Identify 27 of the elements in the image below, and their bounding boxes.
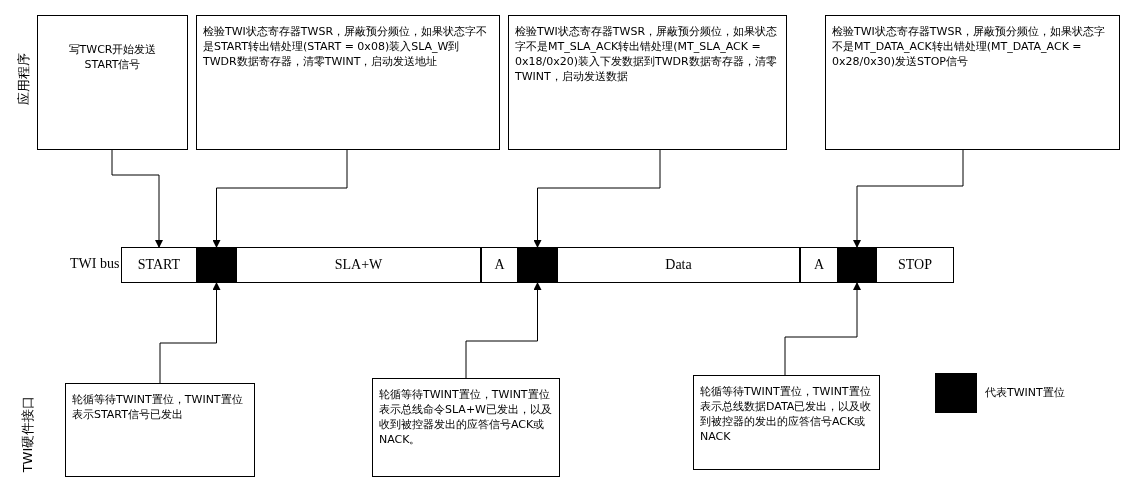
note-box: 检验TWI状态寄存器TWSR，屏蔽预分频位，如果状态字不是MT_SLA_ACK转出错处理(MT_SLA_ACK = 0x18/0x20)装入下发数据到TWDR数据寄存器，清零TWINT，启动发送数据 xyxy=(508,15,787,150)
arrow xyxy=(159,282,221,384)
arrow xyxy=(784,282,861,376)
twint-block xyxy=(197,247,236,283)
note-box: 写TWCR开始发送START信号 xyxy=(37,15,188,150)
lane-label: 应用程序 xyxy=(15,53,32,105)
note-box: 检验TWI状态寄存器TWSR，屏蔽预分频位，如果状态字不是MT_DATA_ACK转出错处理(MT_DATA_ACK = 0x28/0x30)发送STOP信号 xyxy=(825,15,1120,150)
arrow xyxy=(212,149,348,248)
legend-label: 代表TWINT置位 xyxy=(985,385,1065,400)
note-box: 检验TWI状态寄存器TWSR，屏蔽预分频位，如果状态字不是START转出错处理(START = 0x08)装入SLA_W到TWDR数据寄存器，清零TWINT，启动发送地址 xyxy=(196,15,500,150)
bus-field: SLA+W xyxy=(236,247,481,283)
bus-field: Data xyxy=(557,247,800,283)
twint-block xyxy=(838,247,876,283)
twint-block xyxy=(518,247,557,283)
bus-label: TWI bus xyxy=(70,256,120,272)
arrow xyxy=(465,282,542,379)
bus-field: A xyxy=(800,247,838,283)
lane-label: TWI硬件接口 xyxy=(19,395,37,473)
note-box: 轮循等待TWINT置位，TWINT置位表示总线命令SLA+W已发出，以及收到被控器发出的应答信号ACK或NACK。 xyxy=(372,378,560,477)
bus-field: A xyxy=(481,247,518,283)
bus-field: STOP xyxy=(876,247,954,283)
arrow xyxy=(853,149,964,248)
bus-field: START xyxy=(121,247,197,283)
arrow xyxy=(533,149,661,248)
arrow xyxy=(111,149,163,248)
note-box: 轮循等待TWINT置位，TWINT置位表示总线数据DATA已发出，以及收到被控器的发出的应答信号ACK或NACK xyxy=(693,375,880,470)
note-box: 轮循等待TWINT置位，TWINT置位表示START信号已发出 xyxy=(65,383,255,477)
